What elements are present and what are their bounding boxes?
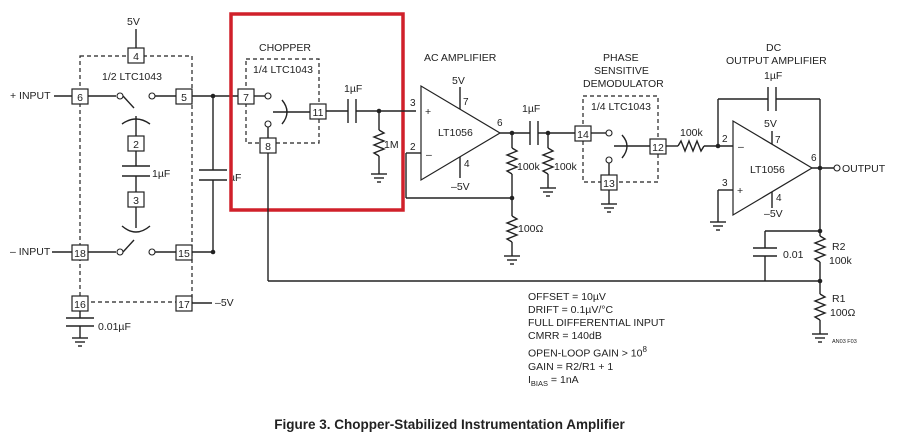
pin-12: 12 [652, 142, 664, 154]
r1-value: 100Ω [830, 307, 856, 319]
pin-18: 18 [74, 248, 86, 260]
pin-11: 11 [313, 107, 324, 119]
ac-amp-supply: 5V [452, 75, 465, 87]
note-open-loop-gain: OPEN-LOOP GAIN > 108 [528, 343, 665, 361]
plus-input-label: + INPUT [10, 90, 51, 102]
note-olg-exponent: 8 [642, 345, 647, 354]
ac-amp-minus: – [426, 149, 432, 161]
chopper-part: 1/4 LTC1043 [253, 64, 313, 76]
ac-amp-plus: + [425, 106, 431, 118]
chopper-highlight [229, 12, 405, 212]
pin-4: 4 [133, 51, 139, 63]
note-ibias-value: = 1nA [548, 373, 579, 386]
chopper-cap-label: 1µF [344, 83, 362, 95]
dc-amp-supply: 5V [764, 118, 777, 130]
note-olg-text: OPEN-LOOP GAIN > 10 [528, 347, 643, 360]
ac-amp-pin7: 7 [463, 97, 469, 108]
spec-notes: OFFSET = 10µV DRIFT = 0.1µV/°C FULL DIFF… [528, 291, 665, 390]
r-1m-label: 1M [384, 139, 399, 151]
pin-6: 6 [77, 92, 83, 104]
dc-title-2: OUTPUT AMPLIFIER [726, 55, 827, 67]
pin-5: 5 [181, 92, 187, 104]
dc-amp-minus: – [738, 141, 744, 153]
ac-amp-neg-supply: –5V [451, 181, 470, 193]
dc-int-cap-label: 1µF [764, 70, 782, 82]
note-ibias-sub: BIAS [530, 378, 549, 388]
ac-amp-pin2: 2 [410, 142, 416, 153]
input-switch-supply: 5V [127, 16, 140, 28]
dc-amp-pin2: 2 [722, 134, 728, 145]
ac-amp-pin4: 4 [464, 159, 470, 170]
dc-amp-pin6: 6 [811, 153, 817, 164]
r-100k-a-label: 100k [517, 161, 541, 173]
dc-amp-pin3: 3 [722, 178, 728, 189]
pin-4-box [127, 47, 145, 64]
r-psd-label: 100k [680, 127, 704, 139]
note-gain: GAIN = R2/R1 + 1 [528, 360, 614, 373]
note-ibias-i: I [528, 373, 531, 386]
pin-14: 14 [577, 129, 589, 141]
output-label: OUTPUT [842, 163, 886, 175]
pin-8: 8 [265, 141, 271, 153]
dc-amp-neg-supply: –5V [764, 208, 783, 220]
note-differential: FULL DIFFERENTIAL INPUT [528, 317, 665, 329]
r1-name: R1 [832, 293, 846, 305]
psd-part: 1/4 LTC1043 [591, 101, 651, 113]
note-cmrr: CMRR = 140dB [528, 330, 602, 342]
r2-name: R2 [832, 241, 846, 253]
dc-amp-plus: + [737, 185, 743, 197]
ac-amp-pin6: 6 [497, 118, 503, 129]
dc-amp-triangle [732, 119, 814, 217]
flying-cap-label: 1µF [152, 168, 170, 180]
psd-title-3: DEMODULATOR [583, 78, 664, 90]
ac-amp-title: AC AMPLIFIER [424, 52, 497, 64]
psd-box [582, 95, 659, 183]
r-100k-b-label: 100k [554, 161, 578, 173]
psd-title-2: SENSITIVE [594, 65, 649, 77]
pin-7: 7 [243, 92, 249, 104]
r2-value: 100k [829, 255, 853, 267]
r-100ohm-label: 100Ω [518, 223, 544, 235]
ac-amp-triangle [420, 84, 502, 182]
c-001-label: 0.01 [783, 249, 804, 261]
pin-2: 2 [133, 139, 139, 151]
note-drift: DRIFT = 0.1µV/°C [528, 304, 614, 316]
dc-amp-part: LT1056 [750, 164, 785, 176]
minus-input-label: – INPUT [10, 246, 51, 258]
schematic: 5V 4 1/2 LTC1043 + INPUT 6 5 2 1µF 3 – I… [10, 12, 886, 347]
pin-3: 3 [133, 195, 139, 207]
note-offset: OFFSET = 10µV [528, 291, 606, 303]
pin16-cap-label: 0.01µF [98, 321, 131, 333]
psd-title-1: PHASE [603, 52, 639, 64]
pin-16: 16 [74, 299, 86, 311]
input-switch-label: 1/2 LTC1043 [102, 71, 162, 83]
chopper-box [245, 58, 320, 144]
figure-caption: Figure 3. Chopper-Stabilized Instrumenta… [274, 417, 625, 432]
pin-17-supply: –5V [215, 297, 234, 309]
pin-15: 15 [178, 248, 190, 260]
pin-17: 17 [178, 299, 190, 311]
ac-amp-pin3: 3 [410, 98, 416, 109]
chopper-title: CHOPPER [259, 42, 311, 54]
ac-amp-part: LT1056 [438, 127, 473, 139]
dc-title-1: DC [766, 42, 782, 54]
dc-amp-pin7: 7 [775, 135, 781, 146]
figure-code: AN03 F03 [832, 339, 857, 345]
ac-cap-label: 1µF [522, 103, 540, 115]
dc-amp-pin4: 4 [776, 193, 782, 204]
pin-13: 13 [603, 178, 615, 190]
note-ibias: IBIAS = 1nA [528, 374, 665, 390]
